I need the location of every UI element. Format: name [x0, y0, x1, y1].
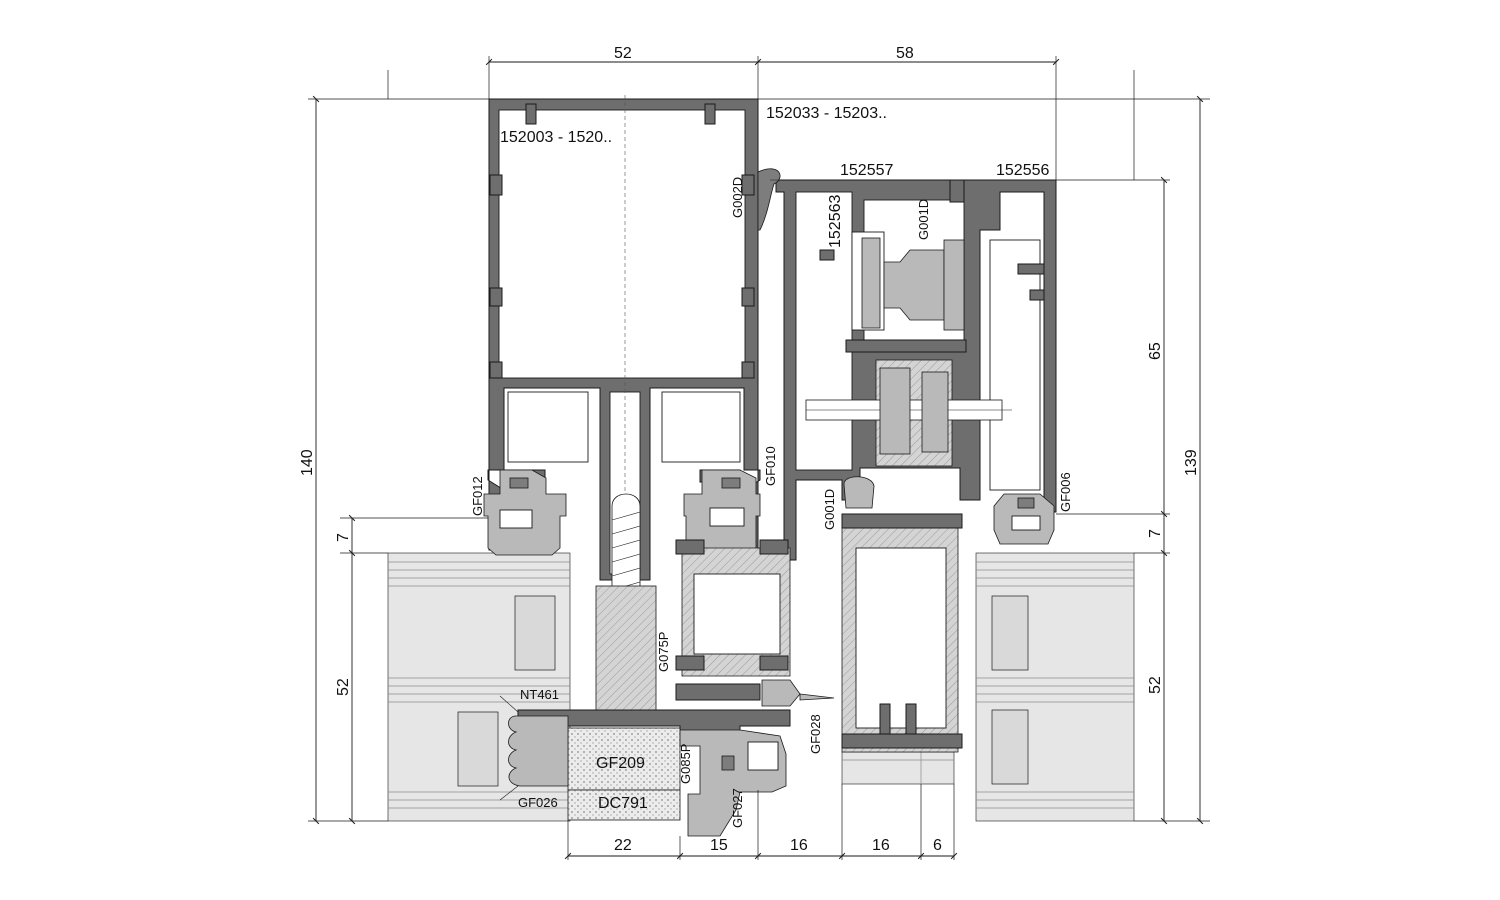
vent-hardware: [805, 231, 1012, 467]
dim-top-left: 52: [614, 45, 632, 62]
gf010-gasket: [683, 469, 761, 556]
cover-cap: [679, 729, 787, 837]
gf026-gasket: [508, 715, 569, 787]
gasket-label-g085p: G085P: [678, 744, 693, 784]
dim-right-glass: 52: [1147, 676, 1164, 694]
vent-glass-edge: [841, 751, 955, 785]
dim-right-upper: 65: [1147, 342, 1164, 360]
gasket-label-g002d: G002D: [730, 177, 745, 218]
gasket-label-gf027: GF027: [730, 788, 745, 828]
gasket-label-gf010: GF010: [763, 446, 778, 486]
dim-bottom-1: 22: [614, 837, 632, 854]
gf006-gasket: [993, 493, 1055, 545]
gf209-block: [567, 727, 681, 791]
profile-label-152003: 152003 - 1520..: [500, 129, 612, 146]
dim-left-gap: 7: [335, 533, 352, 542]
right-glass-unit: [975, 552, 1135, 822]
dim-bottom-3: 16: [790, 837, 808, 854]
gasket-label-gf006: GF006: [1058, 472, 1073, 512]
g075p-insulator: [595, 585, 657, 711]
gasket-label-g075p: G075P: [656, 632, 671, 672]
thermal-break-left: [675, 539, 791, 677]
dim-bottom-5: 6: [933, 837, 942, 854]
left-glass-unit: [387, 552, 571, 822]
g002d-gasket: [757, 168, 781, 231]
profile-label-152033: 152033 - 15203..: [766, 105, 887, 122]
gasket-label-dc791: DC791: [598, 795, 648, 812]
profile-label-152563: 152563: [827, 195, 844, 248]
gasket-label-g001d-top: G001D: [916, 199, 931, 240]
gf012-gasket: [483, 469, 567, 556]
gasket-label-nt461: NT461: [520, 687, 559, 702]
dim-left-glass: 52: [335, 678, 352, 696]
dc791-strip: [567, 789, 681, 821]
dim-left-total: 140: [299, 449, 316, 476]
mullion-profile: [487, 98, 761, 581]
dim-right-total: 139: [1183, 449, 1200, 476]
vent-glazing-bead: [841, 513, 963, 753]
gasket-label-gf026: GF026: [518, 795, 558, 810]
gasket-label-gf209: GF209: [596, 755, 645, 772]
dim-bottom-4: 16: [872, 837, 890, 854]
dim-top-right: 58: [896, 45, 914, 62]
gasket-label-g001d-mid: G001D: [822, 489, 837, 530]
dim-bottom-2: 15: [710, 837, 728, 854]
profile-label-152556: 152556: [996, 162, 1049, 179]
leader-lines: [499, 179, 1056, 801]
profile-label-152557: 152557: [840, 162, 893, 179]
dimension-lines: [312, 58, 1204, 860]
dim-right-gap: 7: [1147, 529, 1164, 538]
gasket-label-gf028: GF028: [808, 714, 823, 754]
g001d-mid-gasket: [843, 476, 875, 509]
gasket-label-gf012: GF012: [470, 476, 485, 516]
